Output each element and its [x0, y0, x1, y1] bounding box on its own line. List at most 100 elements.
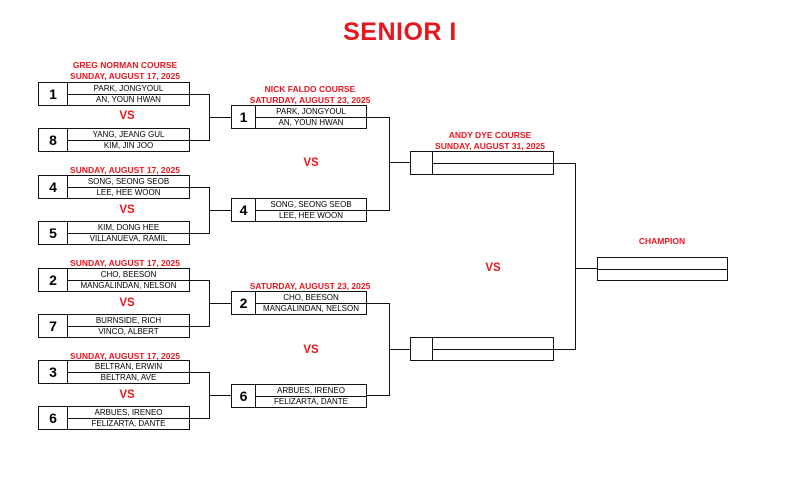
bracket-connector — [389, 349, 410, 350]
champion-header: CHAMPION — [638, 236, 686, 246]
round1-match-slot: 8 YANG, JEANG GUL KIM, JIN JOO — [38, 128, 190, 152]
round3-match-slot — [410, 337, 554, 361]
bracket-connector — [209, 395, 231, 396]
player-name: AN, YOUN HWAN — [96, 95, 161, 104]
player-name: SONG, SEONG SEOB — [256, 199, 366, 211]
bracket-connector — [190, 326, 209, 327]
bracket-connector — [190, 94, 209, 95]
round3-date-header: SUNDAY, AUGUST 31, 2025 — [435, 141, 545, 151]
seed-number: 4 — [232, 199, 256, 221]
round1-match-slot: 1 PARK, JONGYOUL AN, YOUN HWAN — [38, 82, 190, 106]
bracket-connector — [575, 268, 597, 269]
seed-number: 2 — [39, 269, 68, 291]
round1-match-slot: 6 ARBUES, IRENEO FELIZARTA, DANTE — [38, 406, 190, 430]
player-name — [433, 163, 553, 174]
seed-number: 3 — [39, 361, 68, 383]
player-name: BELTRAN, ERWIN — [68, 361, 189, 373]
bracket-connector — [190, 418, 209, 419]
bracket-connector — [190, 280, 209, 281]
player-name — [598, 269, 727, 280]
player-name: LEE, HEE WOON — [96, 188, 161, 197]
bracket-connector — [209, 210, 231, 211]
bracket-connector — [554, 163, 575, 164]
bracket-connector — [190, 372, 209, 373]
round2-match-slot: 4 SONG, SEONG SEOB LEE, HEE WOON — [231, 198, 367, 222]
bracket-connector — [209, 117, 231, 118]
player-name: ARBUES, IRENEO — [68, 407, 189, 419]
player-name: CHO, BEESON — [256, 292, 366, 304]
round2-match-slot: 6 ARBUES, IRENEO FELIZARTA, DANTE — [231, 384, 367, 408]
seed-number: 6 — [39, 407, 68, 429]
seed-number — [411, 338, 433, 360]
player-name: FELIZARTA, DANTE — [274, 397, 348, 406]
round2-match-slot: 2 CHO, BEESON MANGALINDAN, NELSON — [231, 291, 367, 315]
round1-course-header: GREG NORMAN COURSE — [72, 60, 178, 70]
player-name: ARBUES, IRENEO — [256, 385, 366, 397]
round2-date-header: SATURDAY, AUGUST 23, 2025 — [249, 95, 371, 105]
bracket-connector — [554, 349, 575, 350]
player-name: VINCO, ALBERT — [98, 327, 159, 336]
player-name: FELIZARTA, DANTE — [91, 419, 166, 428]
vs-label: VS — [303, 157, 319, 169]
player-name: MANGALINDAN, NELSON — [80, 281, 177, 290]
player-name: PARK, JONGYOUL — [68, 83, 189, 95]
player-name: BURNSIDE, RICH — [68, 315, 189, 327]
round1-date-header: SUNDAY, AUGUST 17, 2025 — [70, 165, 180, 175]
player-name — [598, 258, 727, 270]
round2-course-header: NICK FALDO COURSE — [264, 84, 356, 94]
vs-label: VS — [485, 262, 501, 274]
bracket-connector — [190, 233, 209, 234]
player-name: MANGALINDAN, NELSON — [262, 304, 360, 313]
player-name: AN, YOUN HWAN — [278, 118, 344, 127]
round1-match-slot: 5 KIM, DONG HEE VILLANUEVA, RAMIL — [38, 221, 190, 245]
round3-match-slot — [410, 151, 554, 175]
round1-match-slot: 7 BURNSIDE, RICH VINCO, ALBERT — [38, 314, 190, 338]
seed-number: 1 — [232, 106, 256, 128]
bracket-connector — [367, 303, 389, 304]
round1-date-header: SUNDAY, AUGUST 17, 2025 — [70, 71, 180, 81]
vs-label: VS — [119, 204, 135, 216]
seed-number: 2 — [232, 292, 256, 314]
player-name: BELTRAN, AVE — [100, 373, 157, 382]
player-name — [433, 349, 553, 360]
seed-number: 8 — [39, 129, 68, 151]
round1-match-slot: 3 BELTRAN, ERWIN BELTRAN, AVE — [38, 360, 190, 384]
seed-number: 6 — [232, 385, 256, 407]
vs-label: VS — [303, 344, 319, 356]
player-name: KIM, DONG HEE — [68, 222, 189, 234]
bracket-connector — [389, 162, 410, 163]
round3-course-header: ANDY DYE COURSE — [448, 130, 532, 140]
bracket-connector — [209, 303, 231, 304]
player-name: VILLANUEVA, RAMIL — [89, 234, 168, 243]
vs-label: VS — [119, 110, 135, 122]
seed-number: 7 — [39, 315, 68, 337]
round1-date-header: SUNDAY, AUGUST 17, 2025 — [70, 258, 180, 268]
page-title: SENIOR I — [343, 18, 457, 46]
round1-date-header: SUNDAY, AUGUST 17, 2025 — [70, 351, 180, 361]
player-name: KIM, JIN JOO — [103, 141, 154, 150]
bracket-connector — [575, 163, 576, 350]
bracket-connector — [367, 395, 389, 396]
player-name — [433, 338, 553, 350]
round1-match-slot: 4 SONG, SEONG SEOB LEE, HEE WOON — [38, 175, 190, 199]
player-name — [433, 152, 553, 164]
vs-label: VS — [119, 389, 135, 401]
seed-number — [411, 152, 433, 174]
seed-number: 1 — [39, 83, 68, 105]
round1-match-slot: 2 CHO, BEESON MANGALINDAN, NELSON — [38, 268, 190, 292]
player-name: YANG, JEANG GUL — [68, 129, 189, 141]
bracket-connector — [389, 117, 390, 211]
player-name: SONG, SEONG SEOB — [68, 176, 189, 188]
player-name: PARK, JONGYOUL — [256, 106, 366, 118]
bracket-connector — [367, 117, 389, 118]
bracket-connector — [190, 187, 209, 188]
bracket-connector — [190, 140, 209, 141]
round2-date-header: SATURDAY, AUGUST 23, 2025 — [249, 281, 371, 291]
vs-label: VS — [119, 297, 135, 309]
round2-match-slot: 1 PARK, JONGYOUL AN, YOUN HWAN — [231, 105, 367, 129]
bracket-connector — [367, 210, 389, 211]
seed-number: 5 — [39, 222, 68, 244]
seed-number: 4 — [39, 176, 68, 198]
player-name: CHO, BEESON — [68, 269, 189, 281]
player-name: LEE, HEE WOON — [278, 211, 343, 220]
